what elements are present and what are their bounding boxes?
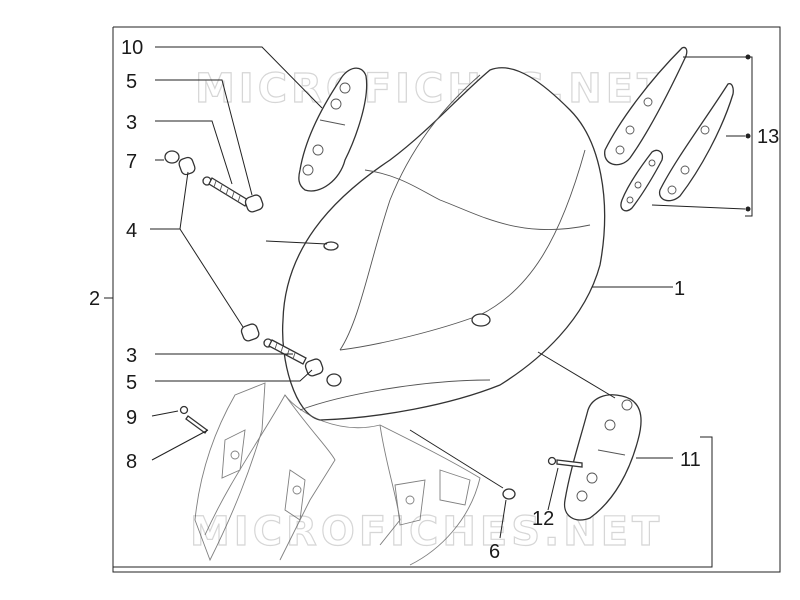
lower-fastener-set <box>240 323 342 387</box>
mount-hole-upper <box>323 241 339 251</box>
callout-5-lower: 5 <box>126 372 137 394</box>
windshield-part <box>281 67 606 421</box>
left-bracket-part <box>298 67 368 192</box>
callout-3-lower: 3 <box>126 345 137 367</box>
callout-9: 9 <box>126 407 137 429</box>
callout-4: 4 <box>126 220 137 242</box>
frame-outline <box>112 26 781 573</box>
callout-11: 11 <box>680 449 701 471</box>
callout-13: 13 <box>757 126 779 148</box>
screw-12 <box>547 456 583 468</box>
callout-1: 1 <box>674 278 685 300</box>
callout-6: 6 <box>489 541 500 563</box>
callout-7: 7 <box>126 151 137 173</box>
callout-3-upper: 3 <box>126 112 137 134</box>
front-fairing <box>194 382 481 566</box>
watermark-top: MICROFICHES.NET <box>195 66 668 112</box>
bracket-11 <box>113 436 713 568</box>
nut-6 <box>502 488 516 500</box>
right-bracket-part <box>563 394 642 521</box>
adapter-plates-part <box>604 46 751 212</box>
callout-12: 12 <box>532 508 554 530</box>
callout-2: 2 <box>89 288 100 310</box>
callout-5-upper: 5 <box>126 71 137 93</box>
callout-8: 8 <box>126 451 137 473</box>
leader-lines <box>104 46 746 539</box>
callout-10: 10 <box>121 37 143 59</box>
mount-hole-lower <box>471 313 491 327</box>
screw-8-9 <box>179 405 208 434</box>
upper-fastener-set <box>164 150 264 213</box>
